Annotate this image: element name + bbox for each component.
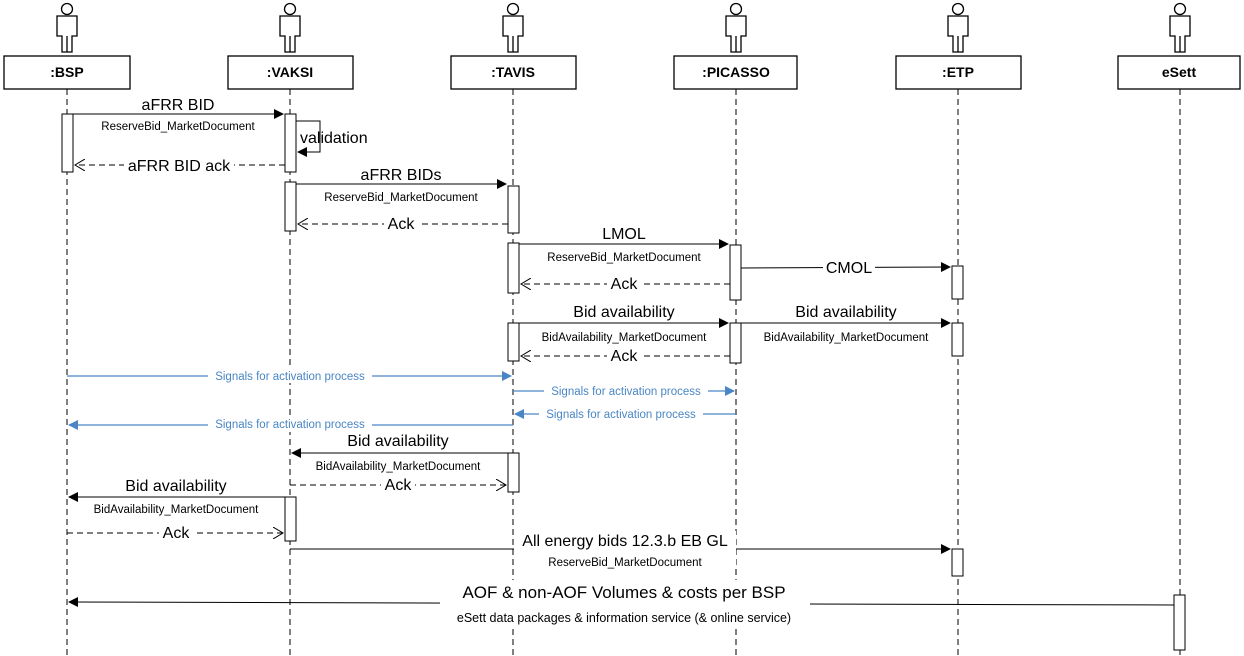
message-bid-availability: Bid availability BidAvailability_MarketD… [519, 304, 729, 344]
actor-label: :PICASSO [702, 64, 770, 80]
person-icon [1169, 2, 1191, 53]
message-ack: Ack [521, 347, 730, 365]
message-title: aFRR BID ack [128, 158, 231, 175]
message-title: Bid availability [347, 433, 448, 450]
message-signals: Signals for activation process [68, 417, 513, 432]
activation-bar [284, 181, 297, 232]
activation-bar [729, 322, 742, 364]
message-title: Signals for activation process [551, 386, 701, 398]
actor-label: :TAVIS [491, 64, 535, 80]
activation-bar [284, 113, 297, 173]
message-all-energy-bids: All energy bids 12.3.b EB GL ReserveBid_… [290, 531, 951, 569]
person-icon [279, 2, 301, 53]
person-icon [725, 2, 747, 53]
message-title: LMOL [602, 226, 646, 243]
message-title: Bid availability [125, 478, 226, 495]
message-document: BidAvailability_MarketDocument [542, 332, 707, 344]
actor-etp: :ETP [895, 2, 1022, 90]
message-ack: Ack [290, 476, 506, 494]
message-title: Signals for activation process [546, 409, 696, 421]
message-title: Ack [611, 348, 639, 365]
message-title: Ack [388, 216, 416, 233]
message-title: Bid availability [573, 304, 674, 321]
message-ack: Ack [298, 215, 508, 233]
activation-bar [1173, 594, 1186, 651]
message-title: aFRR BID [142, 97, 215, 114]
message-bid-availability: Bid availability BidAvailability_MarketD… [68, 478, 285, 516]
activation-bar [951, 322, 964, 357]
message-cmol: CMOL [740, 259, 951, 277]
message-ack: Ack [67, 524, 283, 542]
actor-label: :VAKSI [267, 64, 313, 80]
message-title: Bid availability [795, 304, 896, 321]
activation-bar [507, 185, 520, 234]
message-document: ReserveBid_MarketDocument [324, 192, 478, 204]
message-title: Ack [163, 525, 191, 542]
message-document: ReserveBid_MarketDocument [547, 252, 701, 264]
activation-bar [61, 113, 74, 173]
message-signals: Signals for activation process [513, 383, 735, 398]
message-bid-availability: Bid availability BidAvailability_MarketD… [291, 433, 508, 473]
activation-bar [729, 244, 742, 301]
activation-bar [951, 548, 964, 577]
message-document: BidAvailability_MarketDocument [94, 504, 259, 516]
message-document: BidAvailability_MarketDocument [764, 332, 929, 344]
activation-bar [951, 265, 964, 300]
activation-bar [507, 322, 520, 362]
message-title: Ack [385, 477, 413, 494]
actor-label: :ETP [942, 64, 974, 80]
actor-label: :BSP [50, 64, 83, 80]
message-title: validation [300, 130, 368, 147]
actor-esett: eSett [1117, 2, 1241, 90]
message-afrr-bids: aFRR BIDs ReserveBid_MarketDocument [296, 167, 507, 204]
message-signals: Signals for activation process [514, 406, 736, 421]
actor-label: eSett [1162, 64, 1197, 80]
message-signals: Signals for activation process [67, 368, 512, 383]
activation-bar [507, 452, 520, 493]
person-icon [502, 2, 524, 53]
message-document: ReserveBid_MarketDocument [101, 121, 255, 133]
message-title: AOF & non-AOF Volumes & costs per BSP [462, 583, 785, 602]
actor-picasso: :PICASSO [673, 2, 798, 90]
activation-bar [507, 242, 520, 294]
message-document: ReserveBid_MarketDocument [548, 557, 702, 569]
person-icon [947, 2, 969, 53]
activation-bars [61, 113, 1186, 651]
actor-vaksi: :VAKSI [227, 2, 354, 90]
message-title: aFRR BIDs [361, 167, 442, 184]
message-aof-volumes: AOF & non-AOF Volumes & costs per BSP eS… [68, 580, 1175, 628]
message-bid-availability: Bid availability BidAvailability_MarketD… [741, 304, 951, 344]
message-lmol: LMOL ReserveBid_MarketDocument [519, 226, 729, 264]
actor-tavis: :TAVIS [450, 2, 577, 90]
message-ack: Ack [521, 275, 730, 293]
message-afrr-bid-ack: aFRR BID ack [75, 156, 285, 175]
person-icon [56, 2, 78, 53]
message-title: Ack [611, 276, 639, 293]
message-title: Signals for activation process [215, 371, 365, 383]
message-title: All energy bids 12.3.b EB GL [522, 533, 728, 550]
actor-bsp: :BSP [3, 2, 131, 90]
message-title: Signals for activation process [215, 419, 365, 431]
message-afrr-bid: aFRR BID ReserveBid_MarketDocument [73, 97, 284, 133]
message-document: eSett data packages & information servic… [457, 611, 791, 625]
activation-bar [284, 496, 297, 542]
message-document: BidAvailability_MarketDocument [316, 461, 481, 473]
message-validation: validation [296, 120, 368, 157]
message-title: CMOL [826, 260, 872, 277]
